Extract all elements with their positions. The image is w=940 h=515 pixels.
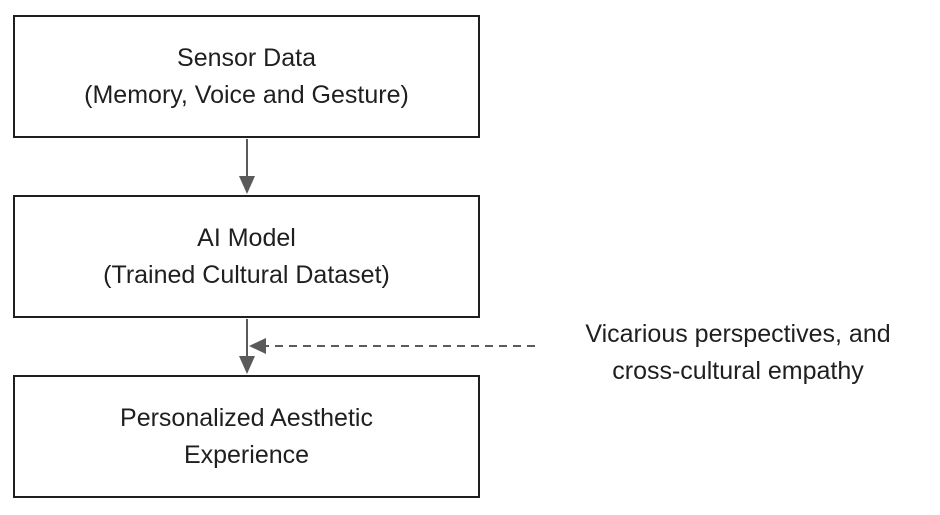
node-model-subtitle: (Trained Cultural Dataset): [103, 260, 390, 289]
node-sensor-title: Sensor Data: [177, 43, 316, 72]
node-personalized-experience: Personalized Aesthetic Experience: [13, 375, 480, 498]
node-experience-subtitle: Experience: [183, 440, 310, 469]
arrowhead-side-input: [249, 338, 266, 354]
node-sensor-subtitle: (Memory, Voice and Gesture): [84, 80, 409, 109]
node-ai-model: AI Model (Trained Cultural Dataset): [13, 195, 480, 318]
side-input-line2: cross-cultural empathy: [612, 357, 864, 385]
arrowhead-model-to-experience: [239, 356, 255, 374]
side-input-line1: Vicarious perspectives, and: [585, 320, 891, 348]
side-input-label: Vicarious perspectives, and cross-cultur…: [548, 316, 928, 390]
node-experience-title: Personalized Aesthetic: [120, 403, 373, 432]
node-sensor-data: Sensor Data (Memory, Voice and Gesture): [13, 15, 480, 138]
arrowhead-sensor-to-model: [239, 176, 255, 194]
node-model-title: AI Model: [197, 223, 296, 252]
